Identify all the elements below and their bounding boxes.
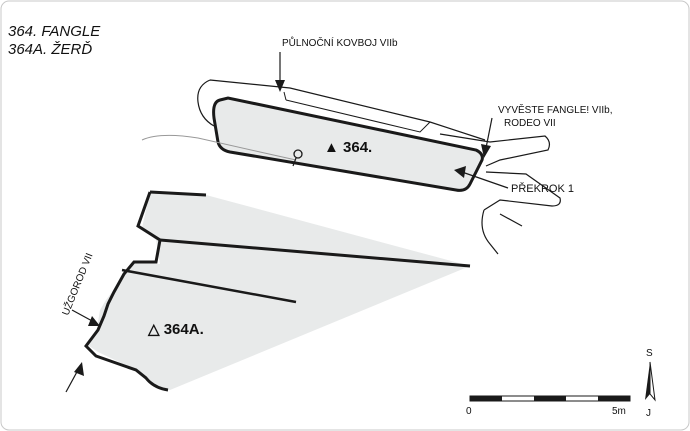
arrow-left-upper-head	[88, 316, 100, 326]
arrow-traverse-head	[454, 166, 466, 178]
compass-arrow-icon	[645, 361, 656, 402]
label-top-route: PŮLNOČNÍ KOVBOJ VIIb	[282, 36, 398, 49]
title-line-2: 364A. ŽERĎ	[8, 41, 92, 58]
right-rock-3	[481, 209, 523, 255]
block-364a-fill	[86, 192, 470, 390]
block-364a-mid-crack	[121, 268, 297, 304]
right-rock-1	[439, 133, 551, 167]
arrow-left-lower-shaft	[65, 369, 79, 393]
label-block-364: ▲ 364.	[324, 139, 372, 156]
arrow-left-lower-head	[74, 362, 84, 376]
right-rock-2	[483, 171, 561, 211]
label-right-route-2: RODEO VII	[504, 118, 556, 129]
left-sketch-line	[141, 134, 297, 161]
arrow-right-shaft	[485, 117, 493, 149]
block-364a-top-edge	[159, 238, 471, 268]
belay-ring-tail	[292, 157, 297, 167]
scale-bar	[469, 395, 631, 402]
compass-south: J	[646, 408, 651, 419]
scale-start: 0	[466, 406, 472, 417]
arrow-top-head	[275, 80, 285, 92]
label-block-364a: △ 364A.	[147, 321, 204, 338]
compass-north: S	[646, 348, 653, 359]
block-364	[212, 96, 484, 192]
upper-rock-outline	[197, 79, 486, 141]
label-right-route-1: VYVĚSTE FANGLE! VIIb,	[498, 103, 613, 116]
belay-ring-icon	[293, 149, 303, 159]
upper-ledge-line	[283, 91, 431, 133]
title-line-1: 364. FANGLE	[8, 23, 101, 40]
scale-end: 5m	[612, 406, 626, 417]
label-left-route: UŽGOROD VII	[59, 251, 96, 317]
label-traverse: PŘEKROK 1	[511, 182, 574, 195]
arrow-right-head	[481, 144, 491, 158]
block-364a-outline	[84, 190, 207, 392]
arrow-left-upper-shaft	[71, 309, 95, 323]
arrow-traverse-shaft	[461, 171, 509, 189]
